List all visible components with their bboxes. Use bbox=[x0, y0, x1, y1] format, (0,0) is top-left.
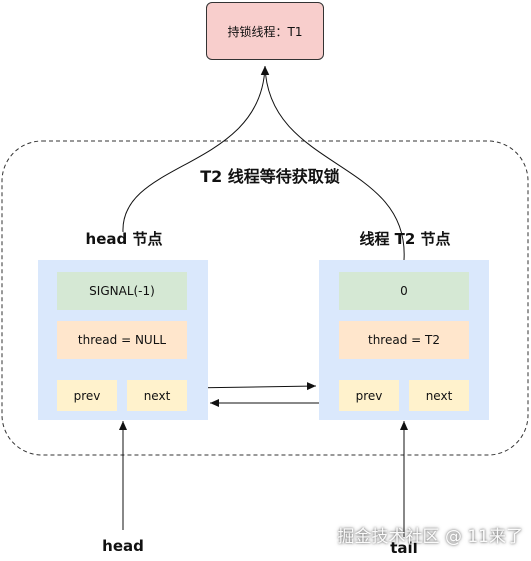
head-node: SIGNAL(-1) thread = NULL prev next bbox=[38, 260, 208, 420]
t2-node-thread: thread = T2 bbox=[339, 321, 469, 359]
head-node-thread: thread = NULL bbox=[57, 321, 187, 359]
t2-node: 0 thread = T2 prev next bbox=[319, 260, 489, 420]
t2-node-label: 线程 T2 节点 bbox=[359, 230, 451, 248]
head-pointer-label: head bbox=[102, 537, 144, 555]
head-node-next: next bbox=[127, 380, 187, 411]
head-node-label: head 节点 bbox=[85, 230, 163, 248]
watermark: 掘金技术社区 @ 11来了 bbox=[337, 527, 523, 547]
t2-to-lock-curve bbox=[261, 65, 405, 261]
head-node-prev: prev bbox=[57, 380, 117, 411]
t2-node-next: next bbox=[409, 380, 469, 411]
lock-holder-box: 持锁线程：T1 bbox=[206, 2, 324, 60]
head-node-waitstatus: SIGNAL(-1) bbox=[57, 272, 187, 310]
lock-holder-label: 持锁线程：T1 bbox=[227, 24, 303, 39]
t2-node-prev: prev bbox=[339, 380, 399, 411]
sync-queue-boundary bbox=[1, 140, 529, 456]
next-link-arrow bbox=[186, 382, 317, 391]
head-to-lock-curve bbox=[122, 65, 269, 233]
queue-title: T2 线程等待获取锁 bbox=[200, 167, 340, 186]
t2-node-waitstatus: 0 bbox=[339, 272, 469, 310]
tail-pointer-label: tail bbox=[390, 539, 418, 557]
